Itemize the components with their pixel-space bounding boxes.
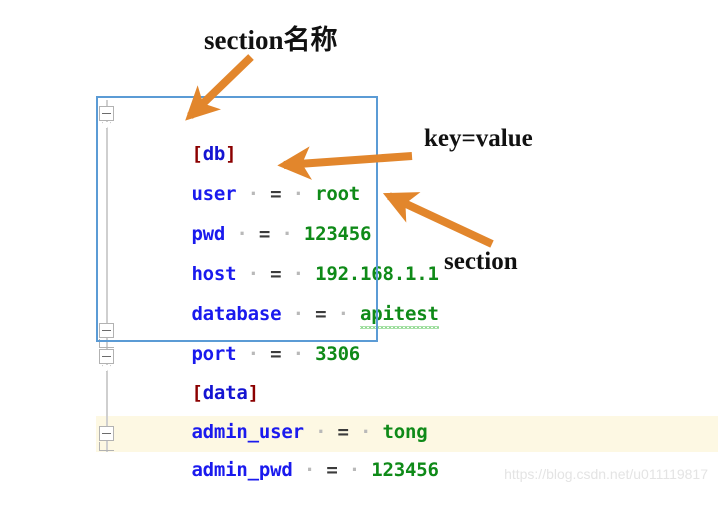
section-name: db	[202, 143, 226, 165]
section-bracket-close: ]	[247, 382, 259, 404]
config-value: 123456	[303, 223, 372, 245]
whitespace-dot: ·	[281, 263, 316, 285]
fold-marker-db-end-icon[interactable]	[99, 323, 114, 338]
whitespace-dot: ·	[326, 303, 361, 325]
config-key: host	[191, 263, 237, 285]
current-line-highlight	[96, 416, 718, 452]
whitespace-dot: ·	[281, 183, 316, 205]
whitespace-dot: ·	[270, 223, 304, 245]
whitespace-dot: ·	[236, 263, 271, 285]
screenshot-root: [db] user · = · root pwd · = · 123456 ho…	[96, 25, 718, 482]
code-line[interactable]: [db]	[124, 100, 236, 165]
whitespace-dot: ·	[303, 421, 338, 443]
section-bracket-open: [	[191, 143, 203, 165]
whitespace-dot: ·	[225, 223, 259, 245]
section-bracket-close: ]	[225, 143, 237, 165]
whitespace-dot: ·	[337, 459, 372, 481]
whitespace-dot: ·	[281, 343, 316, 365]
config-key: pwd	[191, 223, 226, 245]
section-name: data	[202, 382, 248, 404]
annotation-label-section-name: section名称	[204, 25, 338, 55]
code-line[interactable]: [data]	[124, 339, 259, 404]
config-value: root	[315, 183, 361, 205]
fold-marker-data-end-icon[interactable]	[99, 426, 114, 441]
config-value: apitest	[360, 296, 439, 332]
equals-sign: =	[315, 303, 327, 325]
whitespace-dot: ·	[281, 303, 316, 325]
ini-code-editor[interactable]: [db] user · = · root pwd · = · 123456 ho…	[96, 96, 718, 481]
config-key: user	[191, 183, 237, 205]
config-key: port	[191, 343, 237, 365]
fold-region-start-data-icon	[102, 365, 111, 372]
config-key: admin_pwd	[191, 459, 293, 481]
annotation-label-section: section	[444, 248, 518, 275]
config-value: tong	[382, 421, 428, 443]
equals-sign: =	[326, 459, 338, 481]
whitespace-dot: ·	[236, 343, 271, 365]
code-line[interactable]: port · = · 3306	[124, 300, 360, 365]
code-line[interactable]: host · = · 192.168.1.1	[124, 220, 438, 285]
fold-region-start-db-icon	[102, 122, 111, 129]
watermark-text: https://blog.csdn.net/u011119817	[504, 466, 708, 482]
equals-sign: =	[270, 263, 282, 285]
equals-sign: =	[337, 421, 349, 443]
config-key: admin_user	[191, 421, 304, 443]
config-value: 123456	[371, 459, 439, 481]
code-line[interactable]: admin_user · = · tong	[124, 378, 427, 443]
code-line[interactable]: pwd · = · 123456	[124, 180, 371, 245]
code-line[interactable]: database · = · apitest	[124, 260, 439, 329]
code-line[interactable]: admin_pwd · = · 123456	[124, 416, 438, 481]
whitespace-dot: ·	[292, 459, 327, 481]
config-value: 3306	[315, 343, 361, 365]
equals-sign: =	[270, 343, 282, 365]
annotation-label-key-value: key=value	[424, 125, 533, 152]
whitespace-dot: ·	[236, 183, 271, 205]
fold-marker-data-icon[interactable]	[99, 349, 114, 364]
whitespace-dot: ·	[348, 421, 383, 443]
config-key: database	[191, 303, 282, 325]
equals-sign: =	[270, 183, 282, 205]
fold-marker-db-icon[interactable]	[99, 106, 114, 121]
fold-region-end-data-icon	[99, 442, 114, 451]
section-bracket-open: [	[191, 382, 203, 404]
code-line[interactable]: user · = · root	[124, 140, 360, 205]
fold-region-end-db-icon	[99, 339, 114, 348]
fold-guide-rail	[106, 100, 108, 452]
equals-sign: =	[258, 223, 271, 245]
